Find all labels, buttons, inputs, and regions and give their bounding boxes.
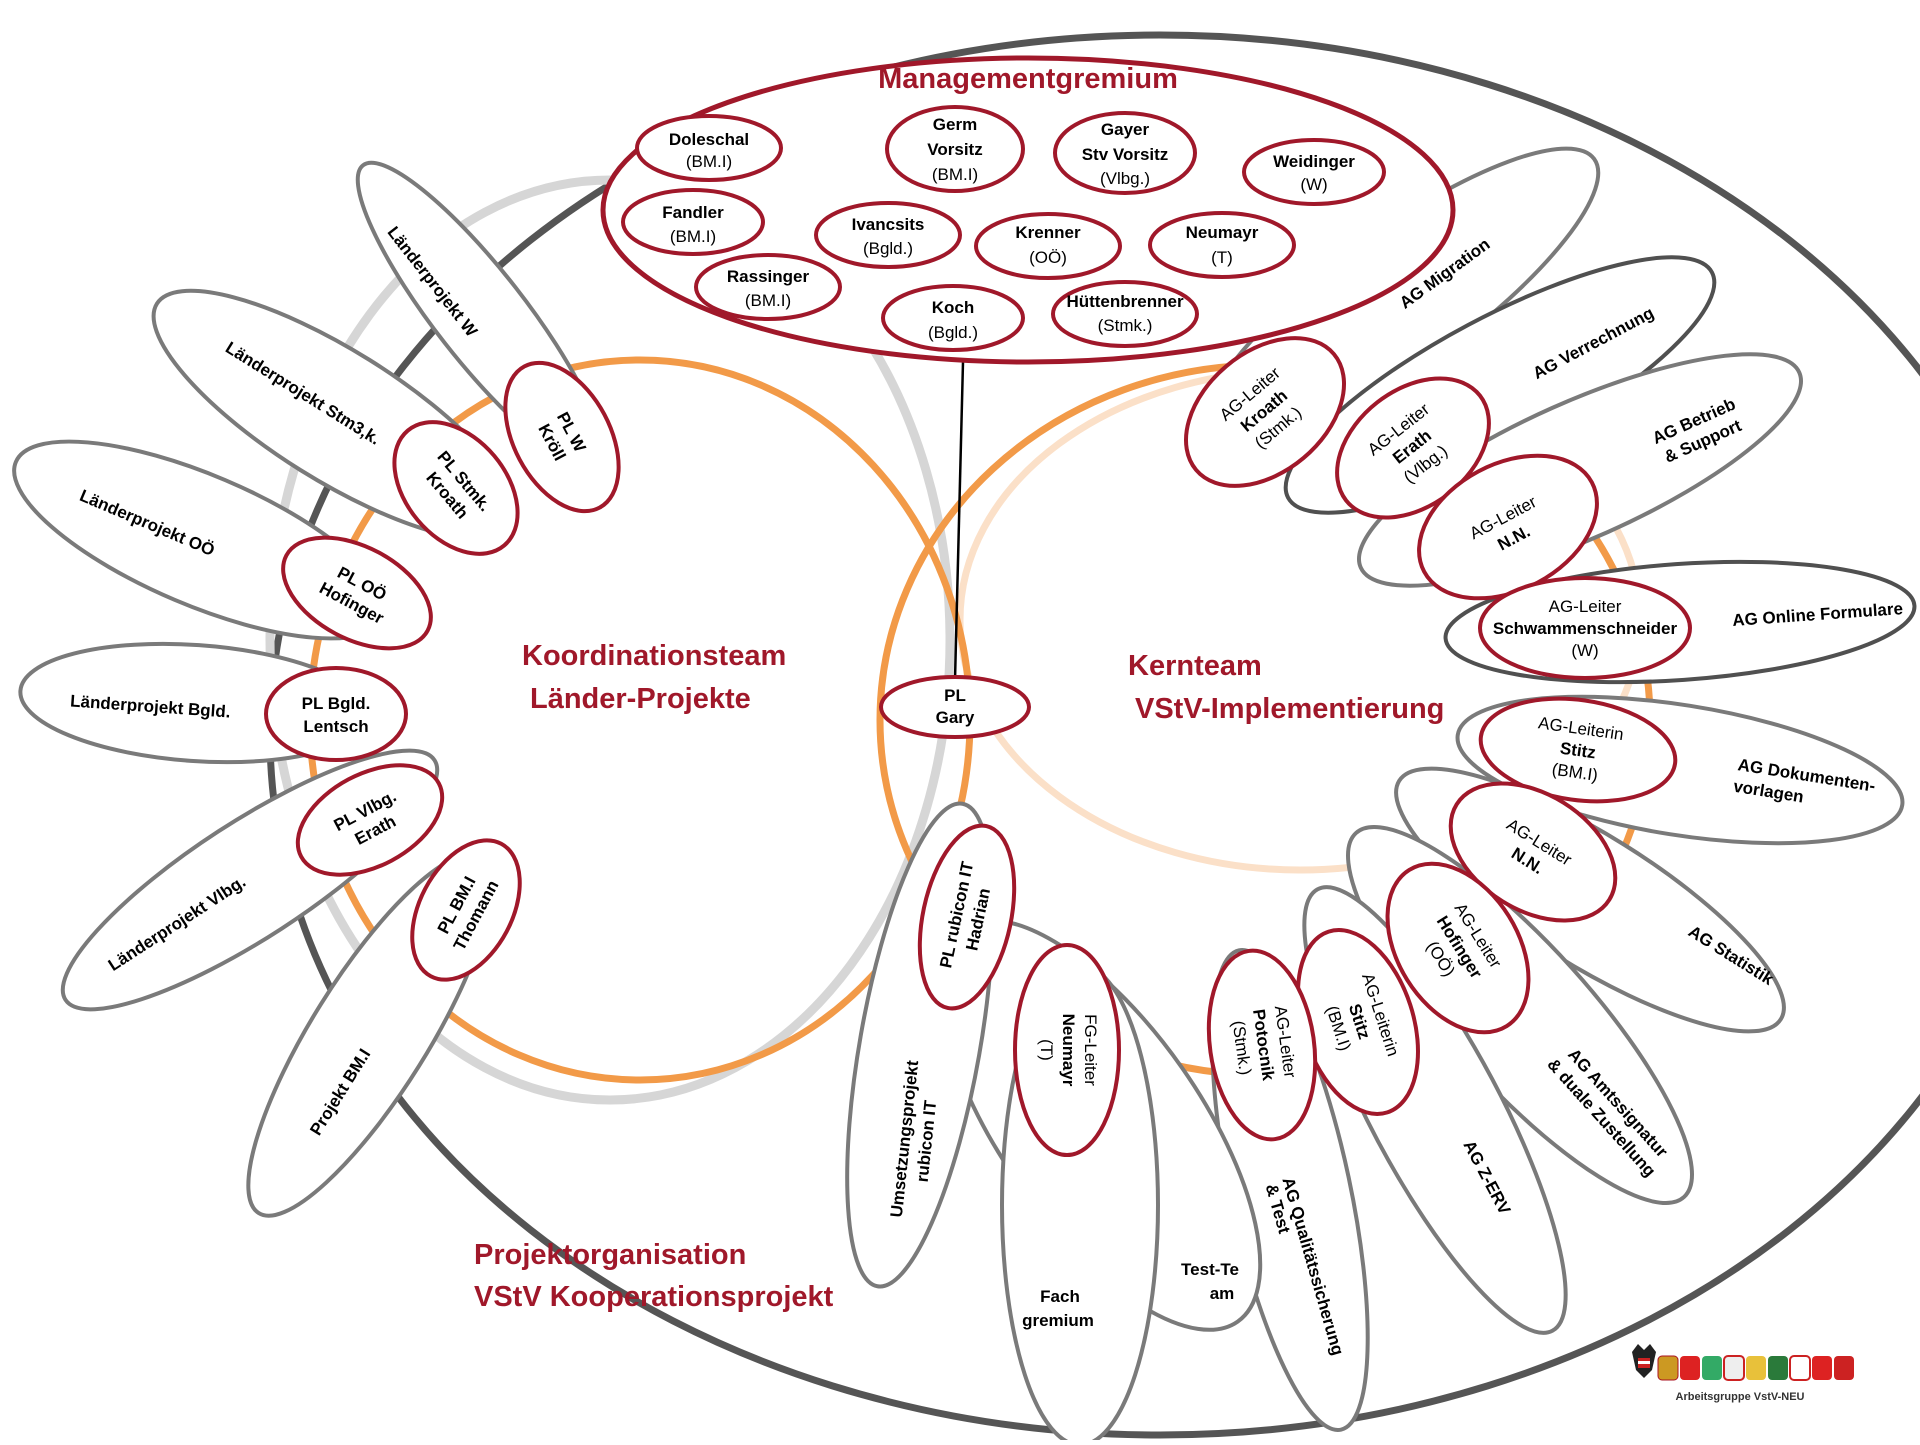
member-org: (BM.I): [686, 152, 732, 171]
test-team-line2: am: [1210, 1284, 1235, 1303]
shield-icon: [1812, 1356, 1832, 1380]
member-name: Rassinger: [727, 267, 810, 286]
projekt-title-line1: Projektorganisation: [474, 1239, 746, 1271]
pl-line2: Lentsch: [303, 717, 368, 736]
logo-caption: Arbeitsgruppe VstV-NEU: [1676, 1391, 1805, 1403]
member-name: Doleschal: [669, 130, 749, 149]
agl-name: Schwammenschneider: [1493, 619, 1678, 638]
shield-icon: [1834, 1356, 1854, 1380]
connector-line: [953, 361, 965, 681]
member-name: Fandler: [662, 203, 724, 222]
pl-rubicon: PL rubicon IT Hadrian: [917, 823, 1017, 1011]
member-org: (T): [1211, 248, 1233, 267]
management-title: Managementgremium: [878, 63, 1178, 95]
member-org: (OÖ): [1029, 248, 1067, 267]
member-org: (BM.I): [670, 227, 716, 246]
member-name: Krenner: [1015, 223, 1081, 242]
fgl-org: (T): [1037, 1039, 1056, 1061]
koordination-title-line2: Länder-Projekte: [530, 683, 751, 715]
agl-org: (W): [1571, 641, 1598, 660]
member-name: Koch: [932, 298, 975, 317]
eagle-icon: [1632, 1344, 1656, 1378]
member-krenner: Krenner (OÖ): [974, 212, 1122, 280]
koordination-title-line1: Koordinationsteam: [522, 640, 786, 672]
shield-icon: [1768, 1356, 1788, 1380]
member-gayer: Gayer Stv Vorsitz (Vlbg.): [1053, 111, 1197, 195]
pl-bgld: PL Bgld. Lentsch: [264, 666, 408, 762]
pl-gary-line2: Gary: [936, 708, 975, 727]
agl-schwammenschneider: AG-Leiter Schwammenschneider (W): [1478, 576, 1692, 680]
pl-line1: PL Bgld.: [302, 694, 371, 713]
test-team-line1: Test-Te: [1181, 1260, 1239, 1279]
agl-nn-statistik: AG-Leiter N.N.: [1448, 781, 1618, 923]
projekt-title-line2: VStV Kooperationsprojekt: [474, 1281, 834, 1313]
member-org: (W): [1300, 175, 1327, 194]
member-org: (BM.I): [932, 165, 978, 184]
pl-gary: PL Gary: [879, 675, 1031, 739]
member-org: (BM.I): [745, 291, 791, 310]
member-rassinger: Rassinger (BM.I): [694, 253, 842, 321]
member-koch: Koch (Bgld.): [881, 284, 1025, 352]
agl-role: AG-Leiter: [1549, 597, 1622, 616]
member-neumayr: Neumayr (T): [1148, 211, 1296, 279]
pl-ooe: PL OÖ Hofinger: [281, 535, 433, 651]
member-name: Neumayr: [1186, 223, 1259, 242]
fgl-name: Neumayr: [1059, 1014, 1078, 1087]
pl-stmk: PL Stmk. Kroath: [392, 420, 520, 556]
member-germ: Germ Vorsitz (BM.I): [885, 105, 1025, 193]
coat-of-arms-logo: Arbeitsgruppe VstV-NEU: [1632, 1344, 1854, 1403]
agl-hofinger: AG-Leiter Hofinger (OÖ): [1385, 861, 1531, 1035]
kernteam-title-line1: Kernteam: [1128, 650, 1262, 682]
member-weidinger: Weidinger (W): [1242, 138, 1386, 206]
agl-kroath: AG-Leiter Kroath (Stmk.): [1184, 336, 1346, 488]
fach-line1: Fach: [1040, 1287, 1080, 1306]
shield-icon: [1657, 1355, 1679, 1381]
member-role: Stv Vorsitz: [1082, 145, 1169, 164]
member-org: (Vlbg.): [1100, 169, 1150, 188]
agl-erath: AG-Leiter Erath (Vlbg.): [1335, 376, 1491, 520]
member-org: (Bgld.): [928, 323, 978, 342]
shield-icon: [1702, 1356, 1722, 1380]
pl-w: PL W Kröll: [503, 360, 621, 514]
member-role: Vorsitz: [927, 140, 982, 159]
member-name: Gayer: [1101, 120, 1150, 139]
shield-icon: [1746, 1356, 1766, 1380]
member-doleschal: Doleschal (BM.I): [635, 114, 783, 182]
member-name: Hüttenbrenner: [1066, 292, 1184, 311]
member-ivancsits: Ivancsits (Bgld.): [814, 201, 962, 269]
shield-icon: [1723, 1355, 1745, 1381]
member-org: (Stmk.): [1098, 316, 1153, 335]
pl-bmi: PL BM.I Thomann: [410, 838, 522, 982]
member-name: Germ: [933, 115, 977, 134]
fach-line2: gremium: [1022, 1311, 1094, 1330]
pl-vlbg: PL Vlbg. Erath: [295, 763, 445, 877]
agl-stitz-dok: AG-Leiterin Stitz (BM.I): [1478, 696, 1678, 804]
member-org: (Bgld.): [863, 239, 913, 258]
shield-icon: [1789, 1355, 1811, 1381]
agl-stitz-zerv: AG-Leiterin Stitz (BM.I): [1296, 928, 1420, 1116]
agl-name: Stitz: [1559, 739, 1597, 763]
member-huettenbrenner: Hüttenbrenner (Stmk.): [1051, 280, 1199, 348]
member-name: Weidinger: [1273, 152, 1355, 171]
kernteam-title-line2: VStV-Implementierung: [1135, 693, 1444, 725]
shield-icon: [1680, 1356, 1700, 1380]
fgl-neumayr: FG-Leiter Neumayr (T): [1013, 943, 1121, 1157]
member-name: Ivancsits: [852, 215, 925, 234]
agl-potocnik: AG-Leiter Potocnik (Stmk.): [1206, 948, 1318, 1142]
pl-gary-line1: PL: [944, 686, 966, 705]
member-fandler: Fandler (BM.I): [621, 188, 765, 256]
agl-nn-betrieb: AG-Leiter N.N.: [1417, 453, 1599, 601]
fgl-role: FG-Leiter: [1081, 1014, 1100, 1086]
